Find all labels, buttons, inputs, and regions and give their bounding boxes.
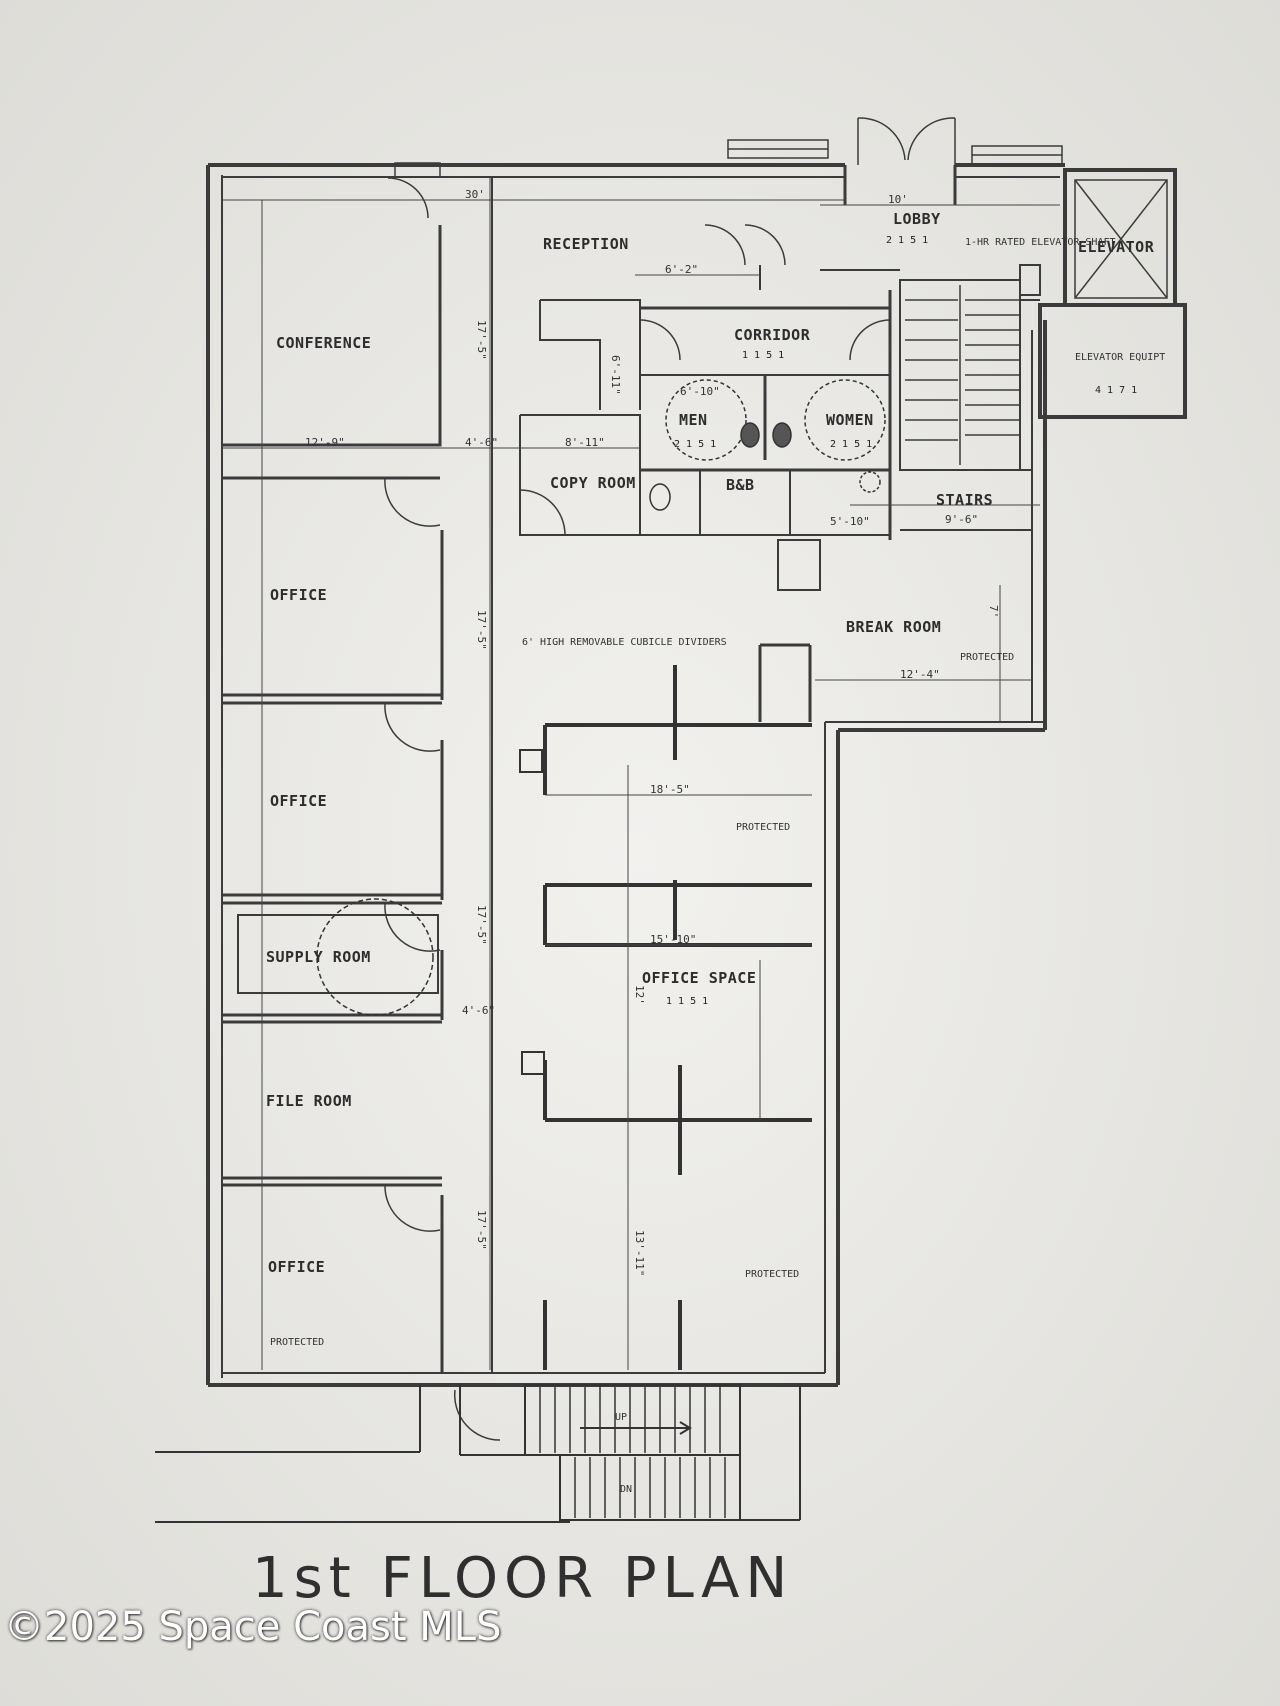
lobby-tag: 2 1 5 1: [886, 235, 928, 246]
office-space-tag: 1 1 5 1: [666, 996, 708, 1007]
room-lobby: LOBBY: [893, 210, 941, 228]
note-protected-2: PROTECTED: [736, 822, 790, 833]
dim-top: 30': [465, 188, 485, 201]
exterior-walls: [206, 163, 1187, 1387]
note-protected-4: PROTECTED: [270, 1337, 324, 1348]
dim-vert-3: 17'-5": [475, 905, 488, 945]
room-stairs: STAIRS: [936, 491, 993, 509]
dim-office-space: 15'-10": [650, 933, 696, 946]
note-dn: DN: [620, 1484, 632, 1495]
dim-lobby: 10': [888, 193, 908, 206]
stair-treads: [905, 285, 1020, 465]
room-copy: COPY ROOM: [550, 474, 636, 492]
note-cubicle: 6' HIGH REMOVABLE CUBICLE DIVIDERS: [522, 637, 727, 648]
corridor-tag: 1 1 5 1: [742, 350, 784, 361]
entry-steps: [155, 1384, 801, 1523]
dim-break-h: 7': [987, 605, 1000, 618]
note-protected-1: PROTECTED: [960, 652, 1014, 663]
windows: [394, 139, 1063, 178]
room-office-1: OFFICE: [270, 586, 327, 604]
dim-lower-h: 12': [633, 985, 646, 1005]
room-bath: B&B: [726, 476, 755, 494]
door-swings: [384, 177, 891, 1441]
room-men: MEN: [679, 411, 708, 429]
room-conference: CONFERENCE: [276, 334, 371, 352]
room-supply: SUPPLY ROOM: [266, 948, 371, 966]
restroom-fixtures: [316, 379, 886, 1016]
room-elevator-equip: ELEVATOR EQUIPT: [1075, 352, 1165, 363]
room-elevator: ELEVATOR: [1078, 238, 1155, 256]
dim-corridor: 4'-6": [465, 436, 498, 449]
men-tag: 2 1 5 1: [674, 439, 716, 450]
room-office-space: OFFICE SPACE: [642, 969, 756, 987]
lobby-entry-door: [843, 117, 957, 205]
note-elevator-shaft: 1-HR RATED ELEVATOR SHAFT: [965, 237, 1116, 248]
copyright-watermark: ©2025 Space Coast MLS: [4, 1604, 502, 1650]
structural-columns: [519, 749, 545, 1075]
note-up: UP: [615, 1412, 627, 1423]
dim-break: 12'-4": [900, 668, 940, 681]
dim-lower-w: 4'-6": [462, 1004, 495, 1017]
drawing-title: 1st FLOOR PLAN: [252, 1546, 793, 1611]
room-file: FILE ROOM: [266, 1092, 352, 1110]
room-office-3: OFFICE: [268, 1258, 325, 1276]
room-corridor: CORRIDOR: [734, 326, 811, 344]
dim-vert-4: 17'-5": [475, 1210, 488, 1250]
step-treads: [539, 1387, 726, 1518]
elevator-shaft: [1074, 179, 1168, 299]
room-reception: RECEPTION: [543, 235, 629, 253]
dim-stairs: 9'-6": [945, 513, 978, 526]
room-women: WOMEN: [826, 411, 874, 429]
dim-cubicle: 18'-5": [650, 783, 690, 796]
dim-men: 6'-10": [680, 385, 720, 398]
dim-copy: 8'-11": [565, 436, 605, 449]
room-break: BREAK ROOM: [846, 618, 941, 636]
dim-conference: 12'-9": [305, 436, 345, 449]
dimension-lines: [222, 178, 1060, 1370]
dim-vert-2: 17'-5": [475, 610, 488, 650]
dim-office-space-h: 13'-11": [633, 1230, 646, 1276]
room-office-2: OFFICE: [270, 792, 327, 810]
elevator-equip-tag: 4 1 7 1: [1095, 385, 1137, 396]
women-tag: 2 1 5 1: [830, 439, 872, 450]
note-protected-3: PROTECTED: [745, 1269, 799, 1280]
interior-walls: [222, 178, 1041, 1373]
dim-reception: 6'-2": [665, 263, 698, 276]
dim-copy-h: 6'-11": [609, 355, 622, 395]
dim-vert-1: 17'-5": [475, 320, 488, 360]
dim-bath: 5'-10": [830, 515, 870, 528]
